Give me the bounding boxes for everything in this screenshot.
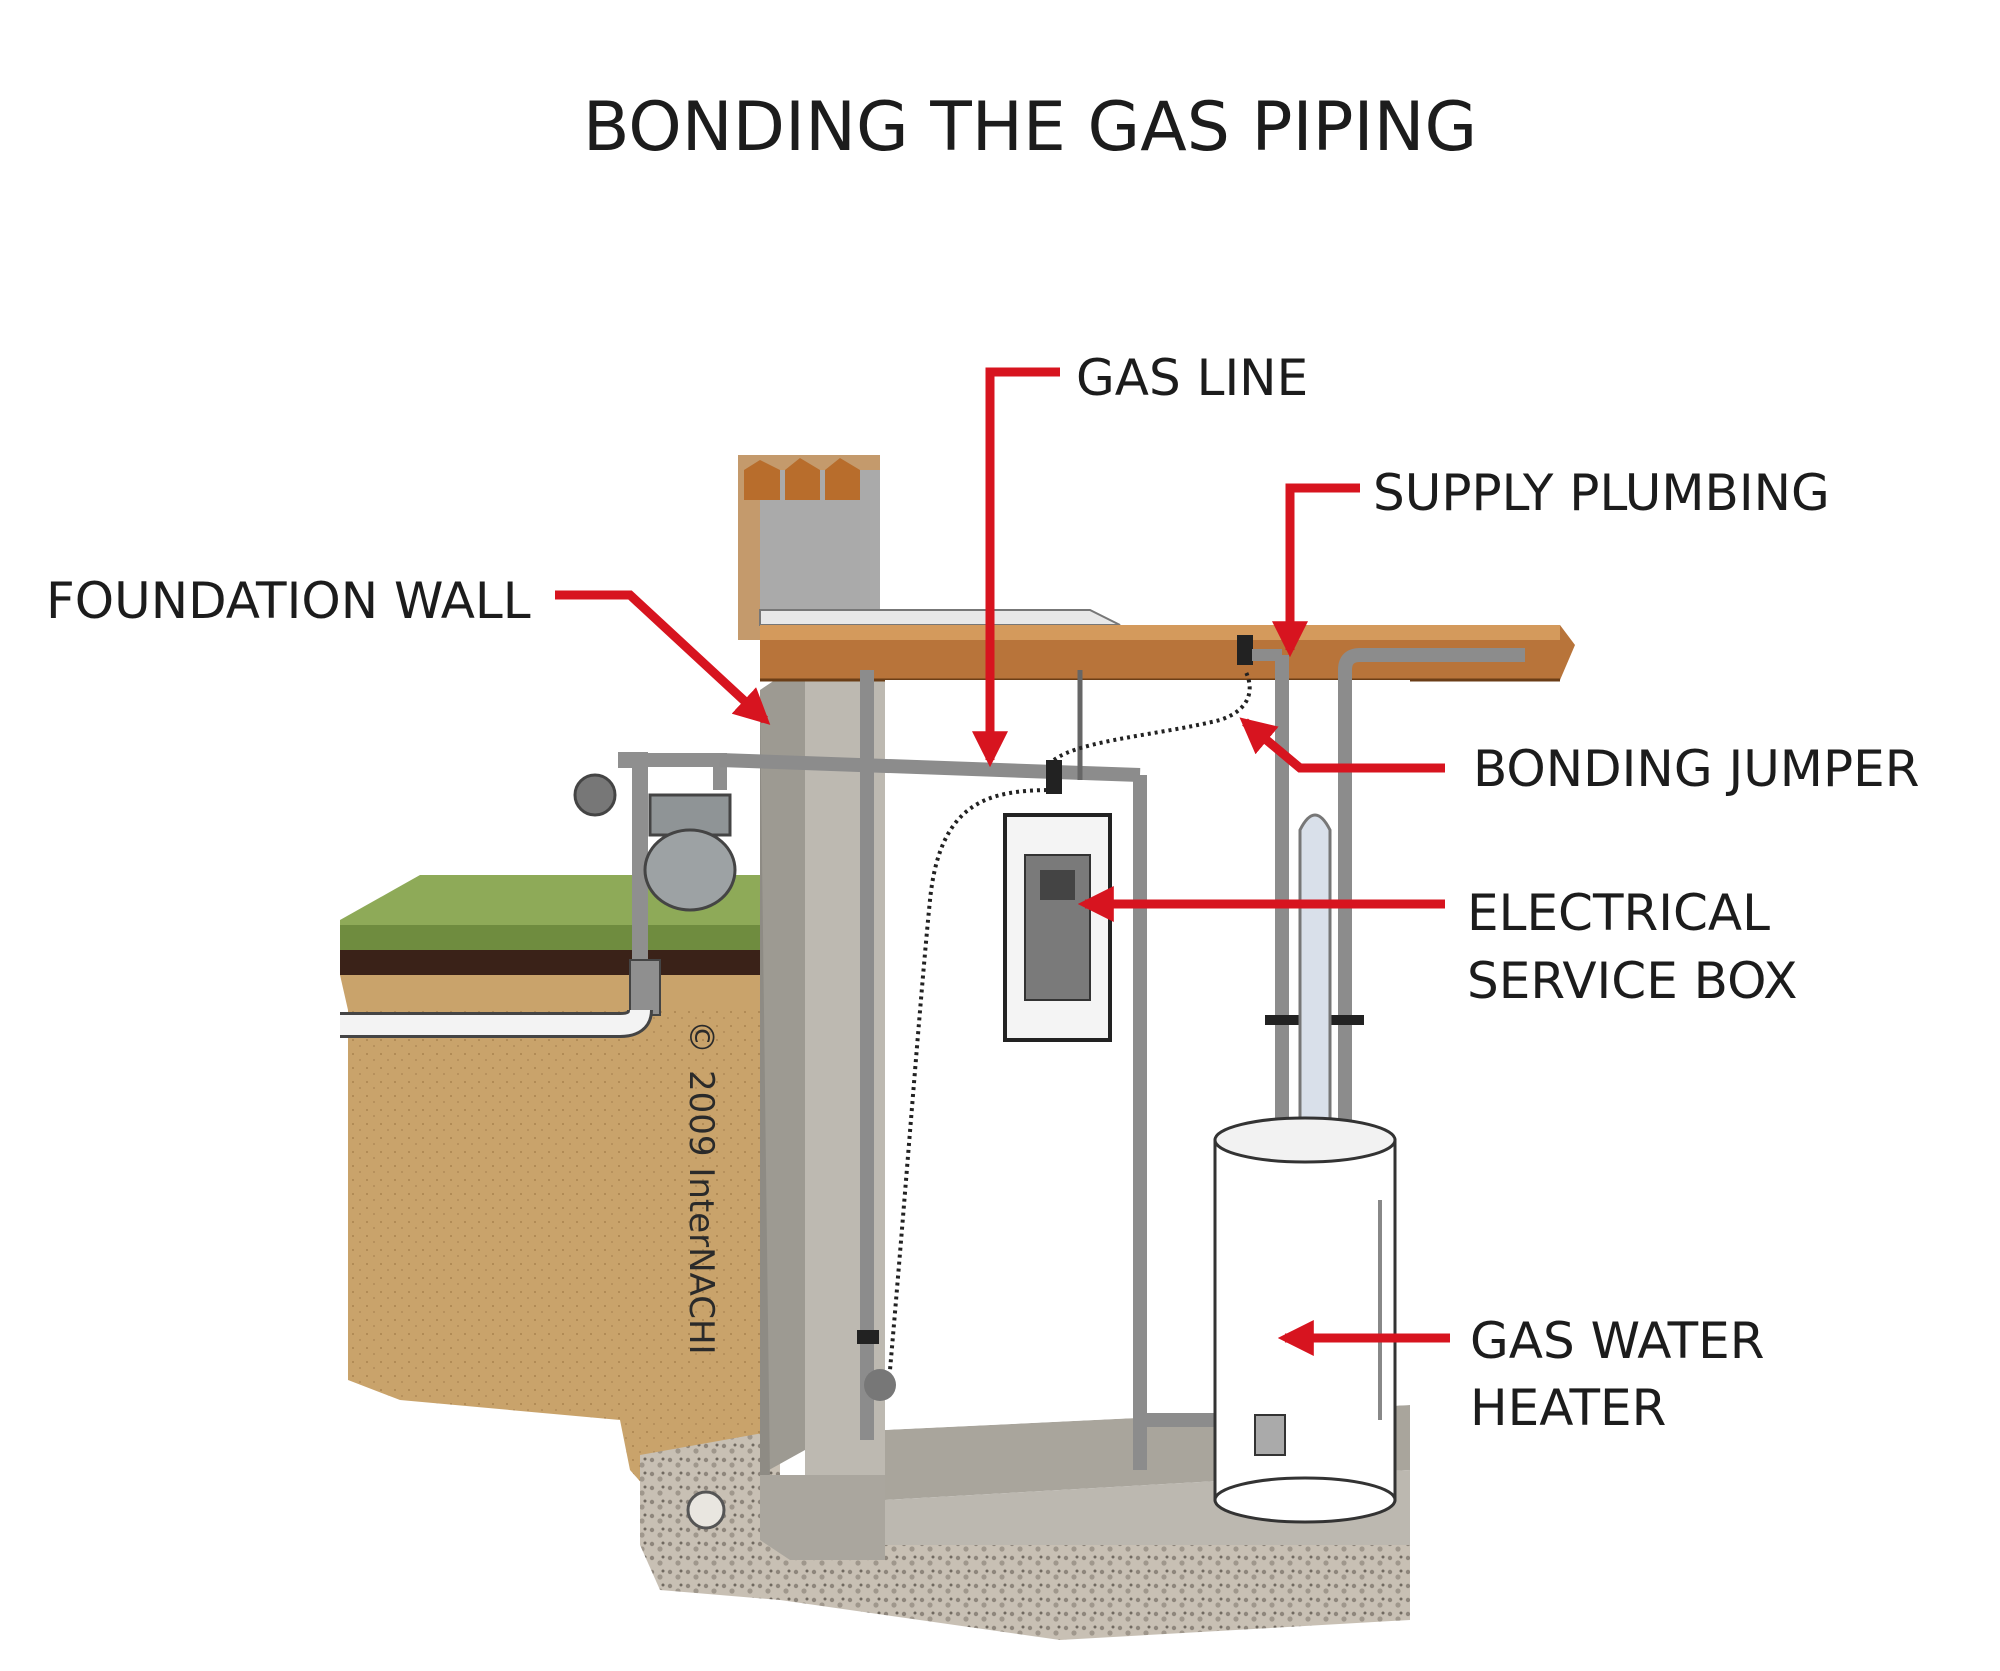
label-bonding-jumper: BONDING JUMPER bbox=[1473, 740, 1919, 798]
copyright-symbol: © bbox=[681, 1020, 721, 1054]
copyright-text: 2009 InterNACHI bbox=[681, 1070, 721, 1355]
soil-block bbox=[340, 875, 780, 1525]
gas-water-heater-tank bbox=[1213, 1116, 1397, 1524]
label-electrical-service-box-line1: ELECTRICAL bbox=[1467, 884, 1770, 942]
water-heater-flue bbox=[1298, 813, 1332, 1140]
gas-meter bbox=[340, 752, 737, 1038]
copyright-notice: © 2009 InterNACHI bbox=[681, 1020, 721, 1355]
foundation-wall-arrow bbox=[555, 590, 771, 725]
callout-arrows bbox=[555, 367, 1450, 1356]
gas-line-pipe bbox=[719, 670, 1270, 1470]
electrical-service-box bbox=[1003, 813, 1112, 1042]
bonding-jumper-arrow bbox=[1239, 717, 1445, 773]
supply-plumbing-arrow bbox=[1272, 483, 1360, 658]
drain-tile bbox=[686, 1490, 726, 1530]
bonding-jumper-wire bbox=[888, 635, 1253, 1371]
label-supply-plumbing: SUPPLY PLUMBING bbox=[1373, 464, 1830, 522]
label-gas-water-heater-line2: HEATER bbox=[1470, 1379, 1666, 1437]
supply-plumbing-pipes bbox=[1252, 648, 1525, 1140]
label-foundation-wall: FOUNDATION WALL bbox=[46, 572, 531, 630]
gas-line-arrow bbox=[972, 367, 1060, 768]
label-gas-line: GAS LINE bbox=[1076, 349, 1308, 407]
label-electrical-service-box-line2: SERVICE BOX bbox=[1467, 952, 1798, 1010]
floor-framing bbox=[738, 455, 1575, 682]
diagram-title: BONDING THE GAS PIPING bbox=[583, 88, 1477, 167]
gravel-bed bbox=[640, 1430, 1410, 1640]
label-gas-water-heater-line1: GAS WATER bbox=[1470, 1312, 1764, 1370]
